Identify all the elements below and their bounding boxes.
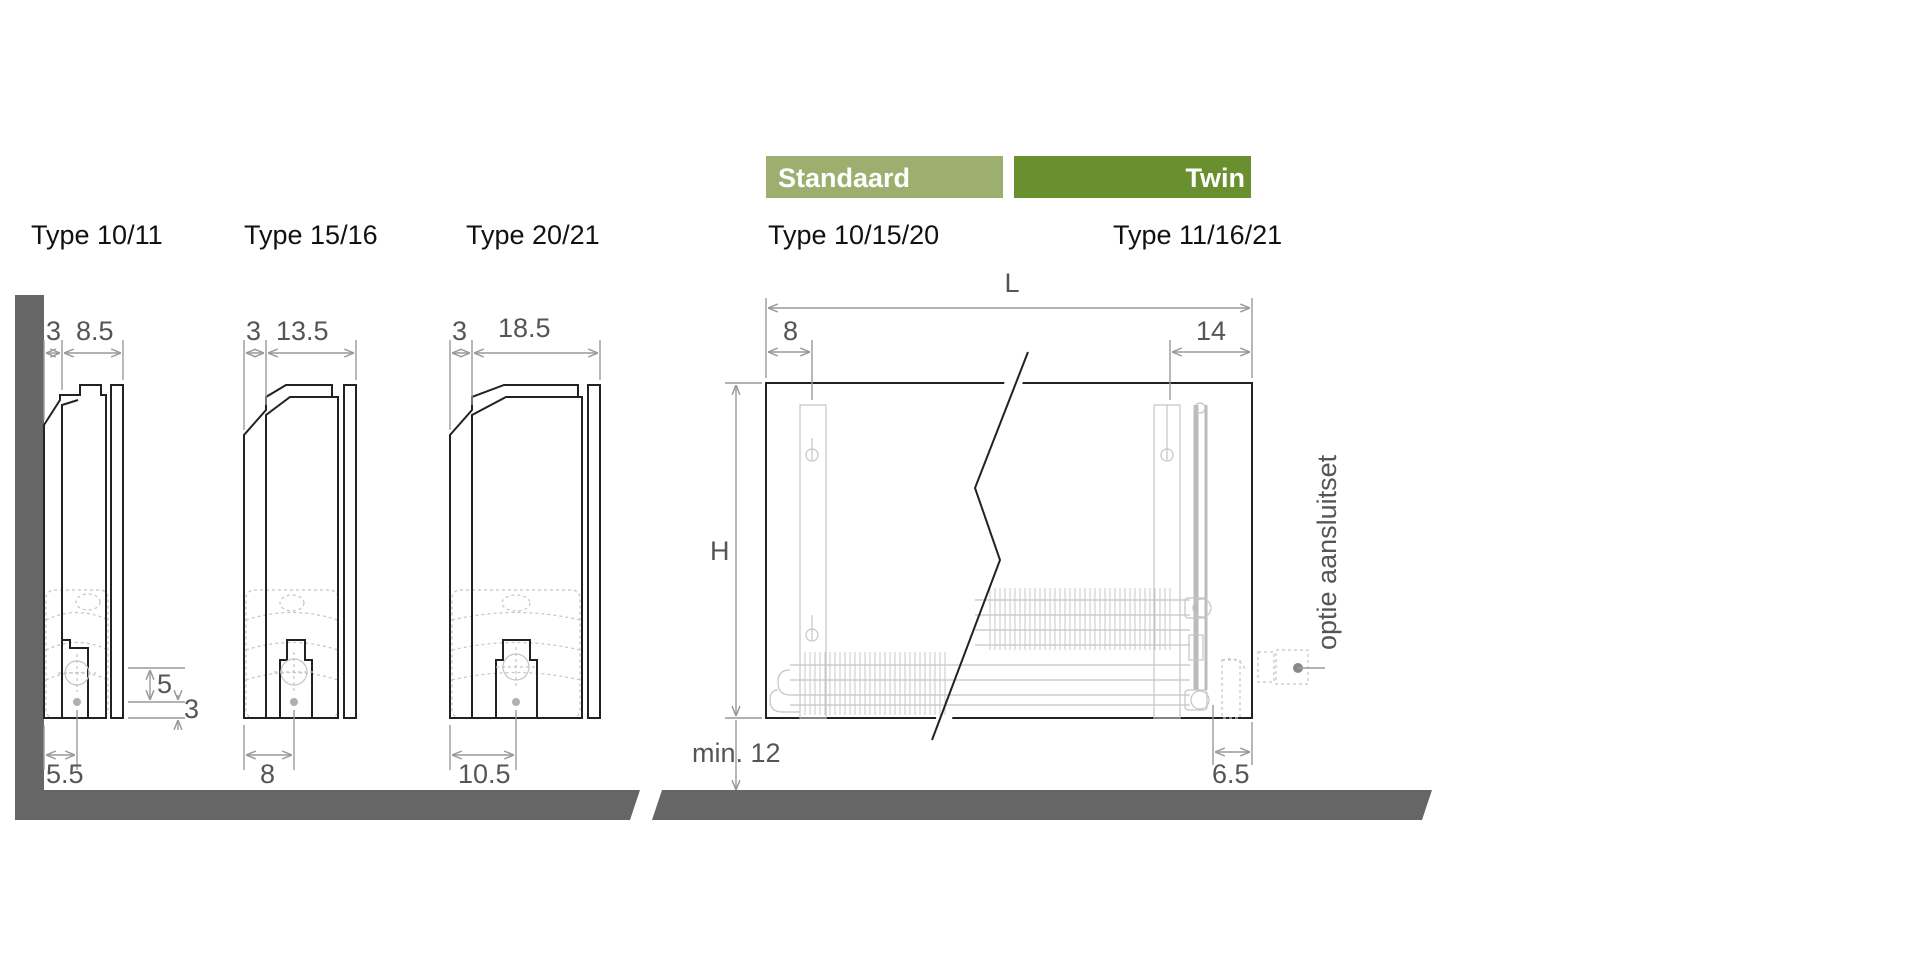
- title-type-10-11: Type 10/11: [31, 220, 163, 250]
- dim-t1011-depth: 8.5: [76, 316, 114, 346]
- dim-t2021-wall-gap: 3: [452, 316, 467, 346]
- floor-left: [15, 790, 640, 820]
- dim-t1011-valve-height: 5: [157, 669, 172, 699]
- break-line: [931, 351, 1029, 741]
- dim-front-right-offset: 14: [1196, 316, 1226, 346]
- side-view-type-20-21: [449, 340, 601, 770]
- title-type-11-16-21: Type 11/16/21: [1113, 220, 1282, 250]
- valve-upper: [1184, 597, 1212, 619]
- side-view-type-10-11: [43, 340, 185, 770]
- title-type-15-16: Type 15/16: [244, 220, 378, 250]
- dim-front-floor-gap: min. 12: [692, 738, 781, 768]
- dim-front-left-offset: 8: [783, 316, 798, 346]
- banner-twin-label: Twin: [1186, 163, 1245, 193]
- option-connection-set-label: optie aansluitset: [1312, 454, 1342, 650]
- optional-connection-set: [1221, 649, 1325, 719]
- side-view-type-15-16: [243, 340, 357, 770]
- dim-t1011-wall-gap: 3: [46, 316, 61, 346]
- title-type-10-15-20: Type 10/15/20: [768, 220, 939, 250]
- banner-standaard: Standaard: [766, 156, 1003, 198]
- banner-standaard-label: Standaard: [778, 163, 910, 193]
- dim-front-length: L: [1004, 268, 1019, 298]
- dim-t2021-bottom: 10.5: [458, 759, 511, 789]
- banner-twin: Twin: [1014, 156, 1251, 198]
- wall-and-floor: [15, 295, 1432, 820]
- title-type-20-21: Type 20/21: [466, 220, 600, 250]
- dim-t1516-bottom: 8: [260, 759, 275, 789]
- valve-lower: [1184, 689, 1210, 711]
- dim-front-connection-offset: 6.5: [1212, 759, 1250, 789]
- wall: [15, 295, 44, 820]
- dim-t1516-depth: 13.5: [276, 316, 329, 346]
- floor-right: [652, 790, 1432, 820]
- dim-front-height: H: [710, 536, 730, 566]
- dim-t2021-depth: 18.5: [498, 313, 551, 343]
- dim-t1516-wall-gap: 3: [246, 316, 261, 346]
- dim-t1011-bottom: 5.5: [46, 759, 84, 789]
- dim-t1011-valve-offset: 3: [184, 694, 199, 724]
- front-view: [725, 298, 1325, 790]
